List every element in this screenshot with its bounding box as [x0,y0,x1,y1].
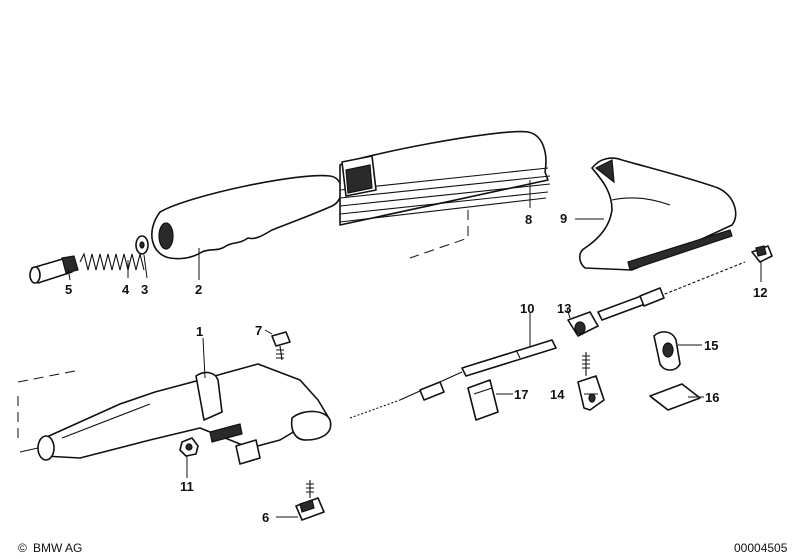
copyright-text: BMW AG [33,541,82,555]
part-2-handle-grip [151,174,343,260]
callout-6: 6 [262,510,269,525]
part-15-clamp [653,331,681,371]
callout-12: 12 [753,285,767,300]
part-13-guide [567,311,599,337]
part-12-clip [751,245,773,263]
part-6-adjuster [295,480,325,521]
callout-3: 3 [141,282,148,297]
callout-11: 11 [180,479,194,494]
callout-4: 4 [122,282,130,297]
part-11-nut [179,437,199,457]
part-17-clip [467,379,499,421]
front-cable [349,371,463,419]
footer: © BMW AG 00004505 [18,541,788,555]
part-14-bracket [577,352,605,411]
callout-17: 17 [514,387,528,402]
rear-cable [597,261,746,321]
part-16-plate [649,383,701,411]
part-4-spring [79,252,145,271]
callout-13: 13 [557,301,571,316]
part-3-washer [135,235,149,255]
part-1-lever [17,363,332,465]
callout-10: 10 [520,301,534,316]
callout-5: 5 [65,282,72,297]
leader-lines [67,180,762,518]
callout-7: 7 [255,323,262,338]
image-number: 00004505 [734,541,788,555]
callout-16: 16 [705,390,719,405]
callout-8: 8 [525,212,532,227]
part-9-console-cover [578,157,737,271]
part-10-cable-tube [461,339,557,377]
callout-9: 9 [560,211,567,226]
callout-14: 14 [550,387,565,402]
callouts: 1 2 3 4 5 6 7 8 9 10 11 12 13 14 15 16 1… [65,211,767,525]
callout-2: 2 [195,282,202,297]
copyright-symbol: © [18,541,27,555]
part-7-bolt [271,331,291,361]
callout-15: 15 [704,338,718,353]
callout-1: 1 [196,324,203,339]
part-8-boot [339,130,551,259]
part-5-push-button [29,255,79,284]
